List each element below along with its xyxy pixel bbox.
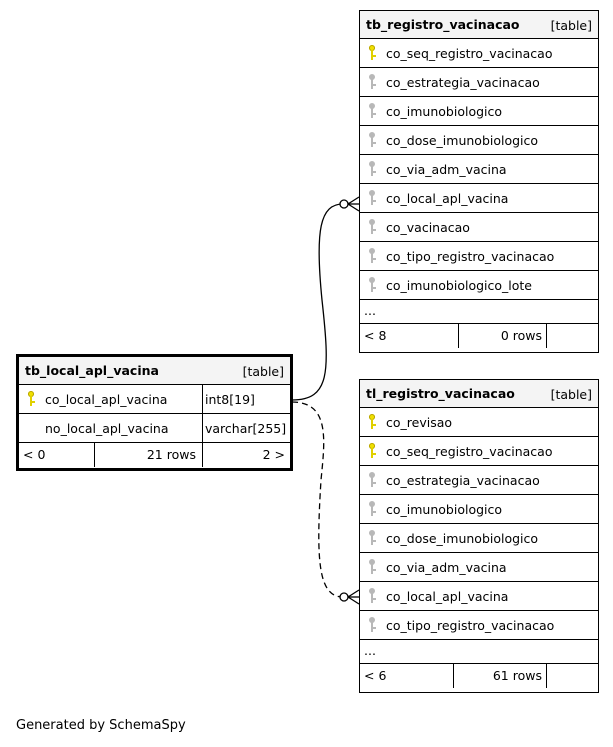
table-row[interactable]: co_via_adm_vacina	[360, 155, 598, 184]
column-name: co_seq_registro_vacinacao	[386, 444, 553, 459]
foreign-key-icon	[368, 588, 378, 604]
primary-key-icon	[368, 414, 378, 430]
foreign-key-icon	[368, 219, 378, 235]
relationship-solid	[291, 196, 360, 401]
column-name: co_via_adm_vacina	[386, 162, 507, 177]
column-name: no_local_apl_vacina	[45, 421, 169, 436]
foreign-key-icon	[368, 74, 378, 90]
foreign-key-icon	[368, 530, 378, 546]
table-header: tb_local_apl_vacina [table]	[19, 357, 290, 385]
footer-parents-count: < 0	[23, 447, 46, 462]
table-name: tl_registro_vacinacao	[366, 386, 515, 401]
table-row[interactable]: co_imunobiologico	[360, 495, 598, 524]
column-name: co_dose_imunobiologico	[386, 133, 539, 148]
primary-key-icon	[368, 45, 378, 61]
footer-children-count: < 6	[364, 668, 387, 683]
foreign-key-icon	[368, 103, 378, 119]
table-row[interactable]: co_seq_registro_vacinacao	[360, 437, 598, 466]
table-row[interactable]: co_local_apl_vacina	[360, 184, 598, 213]
column-name: co_local_apl_vacina	[386, 589, 509, 604]
table-row[interactable]: co_imunobiologico_lote	[360, 271, 598, 300]
footer-children-count: < 8	[364, 328, 387, 343]
foreign-key-icon	[368, 559, 378, 575]
table-row[interactable]: co_local_apl_vacina	[360, 582, 598, 611]
foreign-key-icon	[368, 277, 378, 293]
table-row[interactable]: co_estrategia_vacinacao	[360, 466, 598, 495]
footer-row-count: 0 rows	[500, 328, 542, 343]
column-name: co_tipo_registro_vacinacao	[386, 618, 555, 633]
table-row[interactable]: co_dose_imunobiologico	[360, 126, 598, 155]
table-row[interactable]: co_estrategia_vacinacao	[360, 68, 598, 97]
table-row[interactable]: co_via_adm_vacina	[360, 553, 598, 582]
column-name: co_estrategia_vacinacao	[386, 75, 540, 90]
table-footer: < 8 0 rows	[360, 324, 598, 348]
table-kind: [table]	[242, 364, 284, 379]
column-name: co_via_adm_vacina	[386, 560, 507, 575]
foreign-key-icon	[368, 501, 378, 517]
table-name: tb_local_apl_vacina	[25, 363, 159, 378]
primary-key-icon	[368, 443, 378, 459]
foreign-key-icon	[368, 248, 378, 264]
table-ellipsis-row: ...	[360, 640, 598, 664]
column-name: co_seq_registro_vacinacao	[386, 46, 553, 61]
column-name: co_vacinacao	[386, 220, 470, 235]
table-ellipsis-row: ...	[360, 300, 598, 324]
table-tb-local-apl-vacina[interactable]: tb_local_apl_vacina [table] co_local_apl…	[16, 354, 293, 471]
relationship-dashed	[291, 401, 360, 605]
table-footer: < 6 61 rows	[360, 664, 598, 688]
foreign-key-icon	[368, 190, 378, 206]
generated-by-label: Generated by SchemaSpy	[16, 718, 186, 733]
primary-key-icon	[27, 391, 37, 407]
column-type: varchar[255]	[205, 421, 287, 436]
table-row[interactable]: co_tipo_registro_vacinacao	[360, 611, 598, 640]
table-header: tb_registro_vacinacao [table]	[360, 11, 598, 39]
column-name: co_estrategia_vacinacao	[386, 473, 540, 488]
table-row[interactable]: co_tipo_registro_vacinacao	[360, 242, 598, 271]
ellipsis-text: ...	[364, 643, 376, 658]
column-name: co_dose_imunobiologico	[386, 531, 539, 546]
table-tb-registro-vacinacao[interactable]: tb_registro_vacinacao [table] co_seq_reg…	[359, 10, 599, 353]
table-kind: [table]	[550, 387, 592, 402]
table-row[interactable]: co_imunobiologico	[360, 97, 598, 126]
table-row[interactable]: co_local_apl_vacina int8[19]	[19, 385, 290, 414]
column-name: co_tipo_registro_vacinacao	[386, 249, 555, 264]
table-tl-registro-vacinacao[interactable]: tl_registro_vacinacao [table] co_revisao…	[359, 379, 599, 693]
column-type: int8[19]	[205, 392, 255, 407]
footer-row-count: 61 rows	[492, 668, 542, 683]
ellipsis-text: ...	[364, 303, 376, 318]
column-name: co_imunobiologico	[386, 104, 503, 119]
table-row[interactable]: co_revisao	[360, 408, 598, 437]
column-name: co_revisao	[386, 415, 453, 430]
column-name: co_imunobiologico_lote	[386, 278, 532, 293]
foreign-key-icon	[368, 617, 378, 633]
table-header: tl_registro_vacinacao [table]	[360, 380, 598, 408]
footer-children-count: 2 >	[262, 447, 285, 462]
table-footer: < 0 21 rows 2 >	[19, 443, 290, 467]
table-kind: [table]	[550, 18, 592, 33]
table-row[interactable]: co_dose_imunobiologico	[360, 524, 598, 553]
column-name: co_local_apl_vacina	[45, 392, 168, 407]
table-row[interactable]: no_local_apl_vacina varchar[255]	[19, 414, 290, 443]
foreign-key-icon	[368, 472, 378, 488]
column-name: co_local_apl_vacina	[386, 191, 509, 206]
table-name: tb_registro_vacinacao	[366, 17, 520, 32]
footer-row-count: 21 rows	[146, 447, 196, 462]
table-row[interactable]: co_vacinacao	[360, 213, 598, 242]
foreign-key-icon	[368, 132, 378, 148]
column-name: co_imunobiologico	[386, 502, 503, 517]
foreign-key-icon	[368, 161, 378, 177]
table-row[interactable]: co_seq_registro_vacinacao	[360, 39, 598, 68]
